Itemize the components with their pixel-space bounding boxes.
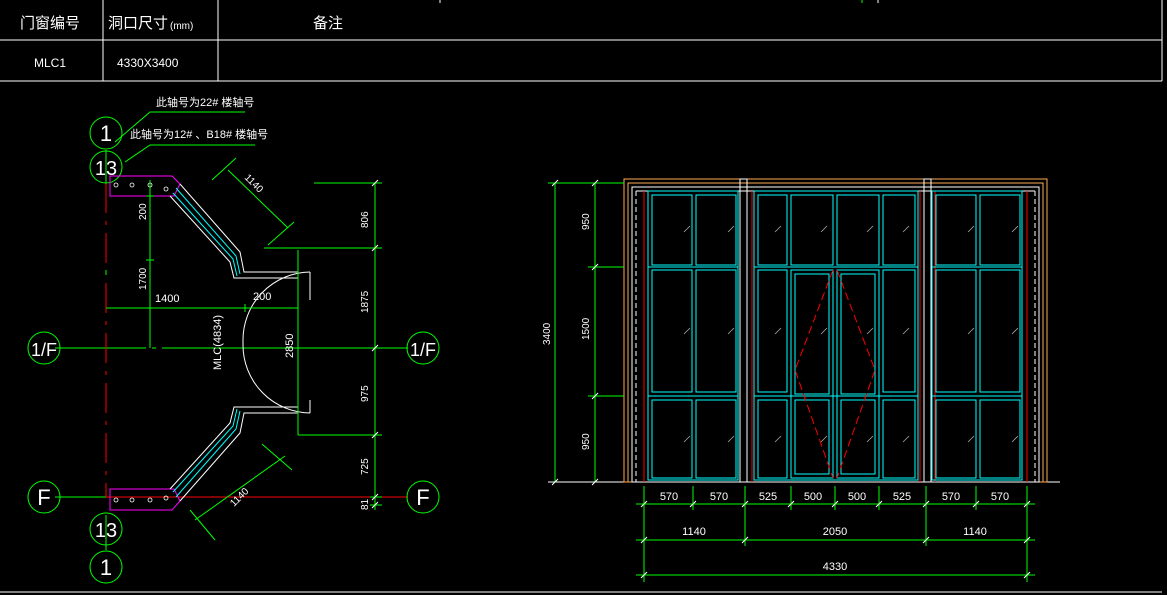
dim-diag-top: 1140 xyxy=(242,172,265,195)
plan-view: 1 13 13 1 1/F 1/F F F 此轴 xyxy=(27,95,440,584)
axis-1-bottom-label: 1 xyxy=(100,555,112,580)
dim-975: 975 xyxy=(360,385,371,402)
dim-height-bottom: 950 xyxy=(581,433,592,450)
dim-w-left: 1140 xyxy=(682,526,706,538)
dim-height-mid: 1500 xyxy=(581,317,592,340)
axis-f-right: F xyxy=(406,480,440,514)
axis-1f-right: 1/F xyxy=(406,331,440,365)
schedule-header-note: 备注 xyxy=(313,15,343,32)
axis-f-left: F xyxy=(27,480,61,514)
dim-w-6: 525 xyxy=(893,491,911,503)
dim-200-left: 200 xyxy=(138,203,149,220)
dim-height-top: 950 xyxy=(581,213,592,230)
bay-wall-lower xyxy=(169,406,298,502)
dim-w-3: 525 xyxy=(759,491,777,503)
dim-200-door: 200 xyxy=(253,291,271,303)
dim-w-7: 570 xyxy=(942,491,960,503)
dim-w-total: 4330 xyxy=(823,561,847,573)
elevation-view: 3400 950 1500 950 xyxy=(542,178,1060,582)
dim-806: 806 xyxy=(360,211,371,228)
dim-1700: 1700 xyxy=(138,267,149,290)
dim-725: 725 xyxy=(360,458,371,475)
axis-f-right-label: F xyxy=(416,485,429,510)
schedule-cell-code: MLC1 xyxy=(34,56,66,70)
axis-13-bottom: 13 xyxy=(89,512,123,546)
door-tag: MLC(4834) xyxy=(212,315,224,370)
axis-f-left-label: F xyxy=(37,485,50,510)
dim-1875: 1875 xyxy=(360,290,371,313)
dim-2850: 2850 xyxy=(284,334,296,358)
axis-1f-left-label: 1/F xyxy=(31,340,57,360)
schedule-header-size: 洞口尺寸 xyxy=(108,15,168,32)
schedule-header-unit: (mm) xyxy=(170,21,193,32)
dim-w-2: 570 xyxy=(710,491,728,503)
axis-1f-left: 1/F xyxy=(27,331,61,365)
dim-81: 81 xyxy=(360,498,371,510)
plan-note-upper: 此轴号为22# 楼轴号 xyxy=(156,95,254,109)
axis-1-bottom: 1 xyxy=(89,550,123,584)
dim-height-total: 3400 xyxy=(542,322,553,345)
dim-1400: 1400 xyxy=(155,293,179,305)
axis-13-top-label: 13 xyxy=(95,158,117,180)
axis-1-top-label: 1 xyxy=(100,121,112,146)
dim-w-5: 500 xyxy=(848,491,866,503)
bay-wall-upper xyxy=(169,183,298,279)
schedule-cell-size: 4330X3400 xyxy=(117,56,179,70)
axis-13-top: 13 xyxy=(89,150,123,184)
schedule-header-code: 门窗编号 xyxy=(20,14,80,32)
axis-1-top: 1 xyxy=(89,116,123,150)
plan-note-lower: 此轴号为12# 、B18# 楼轴号 xyxy=(130,127,268,141)
axis-13-bottom-label: 13 xyxy=(95,520,117,542)
dim-w-4: 500 xyxy=(804,491,822,503)
dim-w-center: 2050 xyxy=(823,526,847,538)
dim-w-1: 570 xyxy=(660,491,678,503)
dim-w-right: 1140 xyxy=(963,526,987,538)
dim-w-8: 570 xyxy=(991,491,1009,503)
axis-1f-right-label: 1/F xyxy=(410,340,436,360)
